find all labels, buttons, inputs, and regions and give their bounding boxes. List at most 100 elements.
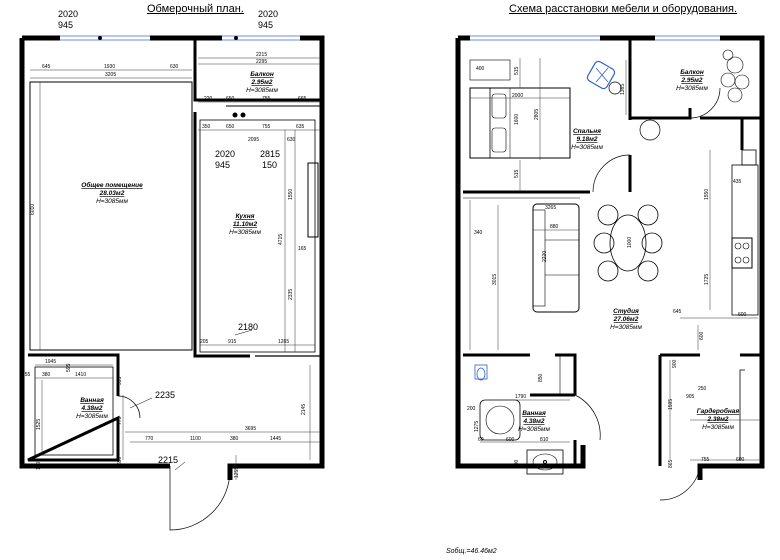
left-window-label-bottom: 945 xyxy=(215,160,230,170)
dimension-label: 515 xyxy=(514,66,520,75)
room-name: Кухня xyxy=(236,213,255,220)
dimension-label: 915 xyxy=(228,339,237,345)
room-height: H=3085мм xyxy=(246,87,278,94)
left-plan xyxy=(19,35,325,531)
dimension-label: 3205 xyxy=(105,72,116,78)
door-label: 2180 xyxy=(238,322,258,332)
room-area: 9.18м2 xyxy=(576,136,597,143)
total-area: Sобщ.=46.46м2 xyxy=(446,547,497,555)
dimension-label: 595 xyxy=(66,363,72,372)
dimension-label: 220 xyxy=(204,96,213,102)
armchair-icon xyxy=(586,60,622,95)
dimension-label: 630 xyxy=(287,137,296,143)
left-window-label-top: 2815 xyxy=(260,149,280,159)
dimension-label: 2145 xyxy=(301,404,307,415)
dimension-label: 600 xyxy=(514,459,520,468)
left-window-label-bottom: 945 xyxy=(258,20,273,30)
dimension-label: 650 xyxy=(226,96,235,102)
dimension-label: 155 xyxy=(22,372,31,378)
dimension-label: 1445 xyxy=(270,436,281,442)
bathtub-icon xyxy=(479,399,521,441)
door-label: 2215 xyxy=(158,455,178,465)
dimension-label: 1275 xyxy=(474,421,480,432)
dining-table-icon xyxy=(593,204,663,282)
room-area: 2.95м2 xyxy=(250,79,272,86)
room-name: Гардеробная xyxy=(697,407,740,415)
room-height: H=3085мм xyxy=(76,413,108,420)
dimension-label: 6010 xyxy=(30,204,36,215)
left-window-label-bottom: 945 xyxy=(58,20,73,30)
dimension-label: 200 xyxy=(467,406,476,412)
dimension-label: 1550 xyxy=(704,189,710,200)
dimension-label: 810 xyxy=(540,437,549,443)
dimension-label: 3015 xyxy=(492,274,498,285)
left-plan-labels: 2020 945 2020 945 2020 945 2815 150 2180… xyxy=(22,9,307,478)
dimension-label: 2215 xyxy=(256,52,267,58)
sink-icon xyxy=(526,449,564,475)
room-area: 28.03м2 xyxy=(99,190,125,197)
dimension-label: 2335 xyxy=(288,289,294,300)
plant-icon xyxy=(720,49,750,103)
dimension-label: 1255 xyxy=(234,467,240,478)
right-plan-labels: Спальня 9.18м2 H=3085мм Балкон 2.95м2 H=… xyxy=(446,66,747,555)
dimension-label: 995 xyxy=(117,376,123,385)
room-height: H=3085мм xyxy=(676,85,708,92)
dimension-label: 2000 xyxy=(512,93,523,99)
dimension-label: 1595 xyxy=(668,399,674,410)
room-height: H=3085мм xyxy=(571,144,603,151)
dimension-label: 770 xyxy=(145,436,154,442)
dimension-label: 1365 xyxy=(620,84,626,95)
dimension-label: 1930 xyxy=(104,64,115,70)
dimension-label: 900 xyxy=(672,359,678,368)
right-plan-title: Схема расстановки мебели и оборудования. xyxy=(509,3,738,15)
dimension-label: 2220 xyxy=(542,251,548,262)
dimension-label: 1725 xyxy=(704,274,710,285)
dimension-label: 60 xyxy=(478,437,484,443)
dimension-label: 1410 xyxy=(75,372,86,378)
dimension-label: 1945 xyxy=(45,359,56,365)
bed-icon xyxy=(469,87,571,159)
dimension-label: 775 xyxy=(117,416,123,425)
dimension-label: 130 xyxy=(36,461,42,470)
room-name: Ванная xyxy=(522,410,546,417)
dimension-label: 755 xyxy=(262,96,271,102)
room-name: Балкон xyxy=(250,71,274,78)
dimension-label: 690 xyxy=(117,456,123,465)
dimension-label: 205 xyxy=(200,339,209,345)
dimension-label: 350 xyxy=(202,124,211,130)
dimension-label: 4715 xyxy=(278,234,284,245)
room-area: 4.38м2 xyxy=(522,418,544,425)
left-window-label-top: 2020 xyxy=(215,149,235,159)
dimension-label: 755 xyxy=(262,124,271,130)
dimension-label: 1790 xyxy=(515,394,526,400)
dimension-label: 600 xyxy=(699,331,705,340)
dimension-label: 340 xyxy=(474,230,483,236)
dimension-label: 635 xyxy=(296,124,305,130)
left-window-label-bottom: 150 xyxy=(262,160,277,170)
left-window-label-top: 2020 xyxy=(58,9,78,19)
sofa-icon xyxy=(532,203,580,313)
dimension-label: 1525 xyxy=(36,419,42,430)
stove-icon xyxy=(731,237,753,269)
room-area: 11.10м2 xyxy=(233,221,258,228)
dimension-label: 600 xyxy=(736,457,745,463)
dimension-label: 515 xyxy=(514,169,520,178)
dimension-label: 1600 xyxy=(514,114,520,125)
room-area: 2.38м2 xyxy=(706,416,728,423)
right-dimensions: 400 515 2000 1600 2805 515 1365 3265 880… xyxy=(467,66,747,468)
room-area: 27.06м2 xyxy=(613,316,639,323)
dimension-label: 1265 xyxy=(278,339,289,345)
dimension-label: 650 xyxy=(226,124,235,130)
dimension-label: 400 xyxy=(476,66,485,72)
dimension-label: 645 xyxy=(42,64,51,70)
dimension-label: 435 xyxy=(733,179,742,185)
dimension-label: 755 xyxy=(701,457,710,463)
dimension-label: 165 xyxy=(298,246,307,252)
dimension-label: 2805 xyxy=(534,109,540,120)
room-name: Ванная xyxy=(80,397,104,404)
dimension-label: 630 xyxy=(170,64,179,70)
dimension-label: 1000 xyxy=(627,237,633,248)
dimension-label: 665 xyxy=(298,96,307,102)
dimension-label: 1100 xyxy=(190,436,201,442)
dimension-label: 2295 xyxy=(256,59,267,65)
